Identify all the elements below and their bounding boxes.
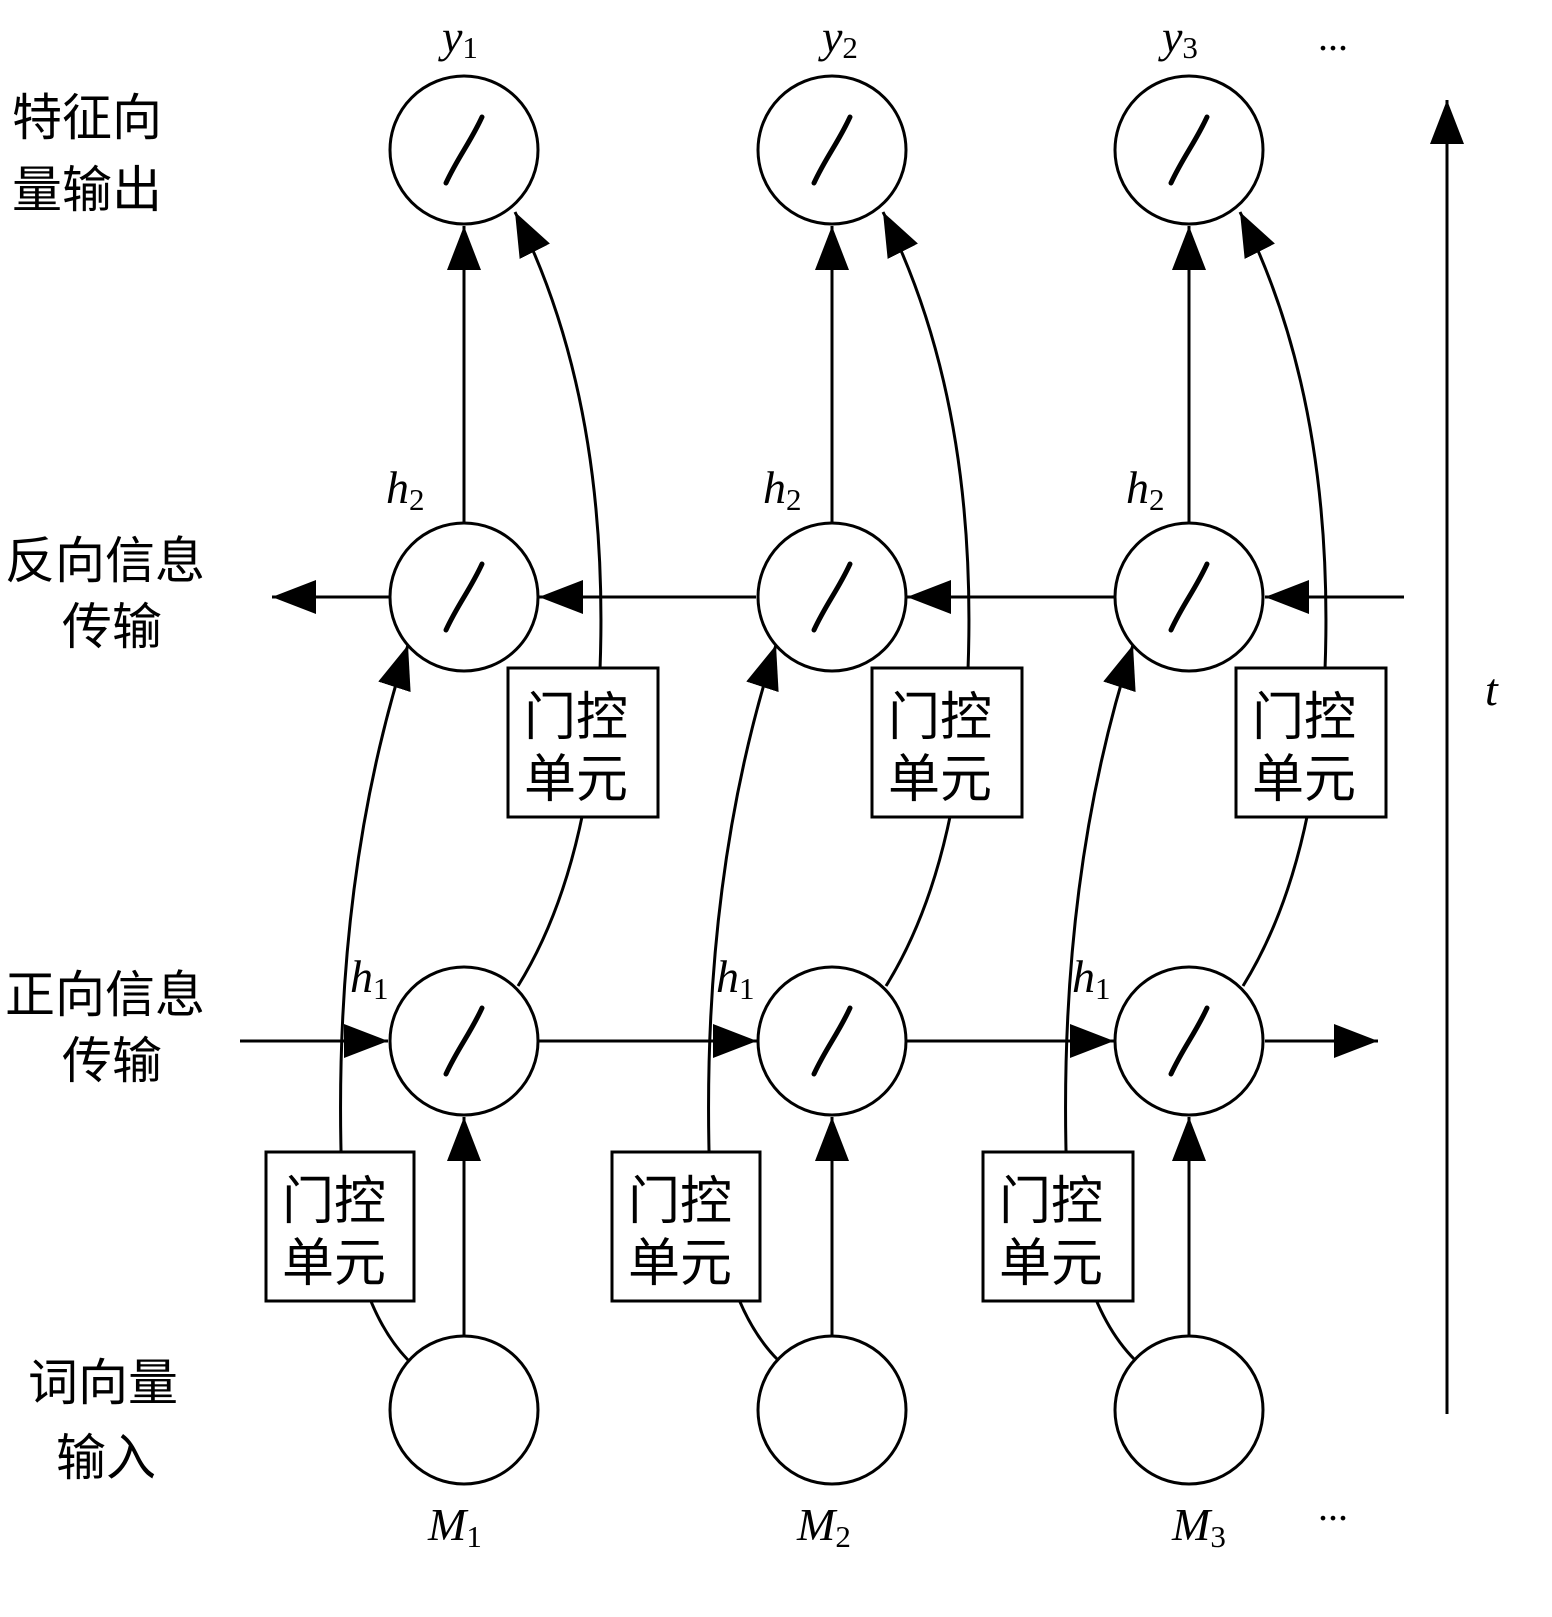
edge-forward-gate-out-3 [1238,211,1328,987]
activation-glyph-icon [811,561,853,633]
gate-label-line2: 单元 [999,1234,1103,1294]
input-row-label-line2: 输入 [56,1429,156,1487]
top-ellipsis: ... [1318,14,1348,59]
activation-glyph-icon [811,114,853,186]
gate-label-line1: 门控 [628,1172,732,1232]
gate-unit-lower-2: 门控 单元 [610,1150,762,1303]
input-label-2: M2 [796,1499,851,1554]
edge-forward-gate-out-2 [881,211,971,987]
output-row-label-line1: 特征向 [12,89,162,147]
gate-label-line2: 单元 [282,1234,386,1294]
bottom-ellipsis: ... [1318,1484,1348,1529]
forward-node-1 [388,965,540,1117]
input-node-1 [388,1334,540,1486]
activation-glyph-icon [1168,114,1210,186]
gate-label-line1: 门控 [282,1172,386,1232]
forward-row-label-line1: 正向信息 [5,966,205,1024]
activation-glyph-icon [443,1005,485,1077]
input-node-2 [756,1334,908,1486]
activation-glyph-icon [443,114,485,186]
output-node-2 [756,74,908,226]
input-label-3: M3 [1171,1499,1226,1554]
backward-row-label-line2: 传输 [62,598,162,656]
gate-label-line2: 单元 [524,750,628,810]
backward-node-2 [756,521,908,673]
forward-node-2 [756,965,908,1117]
gate-unit-lower-1: 门控 单元 [264,1150,416,1303]
backward-row-label-line1: 反向信息 [5,532,205,590]
activation-glyph-icon [443,561,485,633]
output-node-3 [1113,74,1265,226]
gate-label-line2: 单元 [628,1234,732,1294]
activation-glyph-icon [1168,1005,1210,1077]
backward-hidden-label-3: h2 [1126,462,1165,517]
forward-hidden-label-1: h1 [350,951,389,1006]
gate-label-line1: 门控 [524,688,628,748]
output-label-1: y1 [438,11,478,65]
gate-unit-upper-1: 门控 单元 [506,666,660,819]
backward-hidden-label-2: h2 [763,462,802,517]
gate-label-line1: 门控 [888,688,992,748]
input-label-1: M1 [427,1499,482,1554]
forward-hidden-label-2: h1 [716,951,755,1006]
forward-row-label-line2: 传输 [62,1032,162,1090]
backward-node-3 [1113,521,1265,673]
gate-unit-lower-3: 门控 单元 [981,1150,1135,1303]
activation-glyph-icon [1168,561,1210,633]
input-row-label-line1: 词向量 [28,1354,178,1412]
gate-label-line1: 门控 [999,1172,1103,1232]
time-axis-label: t [1485,664,1499,715]
column-2-edges [707,211,971,1362]
input-node-3 [1113,1334,1265,1486]
edge-forward-gate-out-1 [513,211,603,987]
gate-label-line1: 门控 [1252,688,1356,748]
gate-unit-upper-3: 门控 单元 [1234,666,1388,819]
backward-hidden-label-1: h2 [386,462,425,517]
gate-label-line2: 单元 [1252,750,1356,810]
forward-node-3 [1113,965,1265,1117]
gate-label-line2: 单元 [888,750,992,810]
gate-unit-upper-2: 门控 单元 [870,666,1024,819]
forward-hidden-label-3: h1 [1072,951,1111,1006]
activation-glyph-icon [811,1005,853,1077]
backward-node-1 [388,521,540,673]
output-label-2: y2 [818,11,858,65]
output-row-label-line2: 量输出 [12,161,162,219]
output-label-3: y3 [1158,11,1198,65]
output-node-1 [388,74,540,226]
